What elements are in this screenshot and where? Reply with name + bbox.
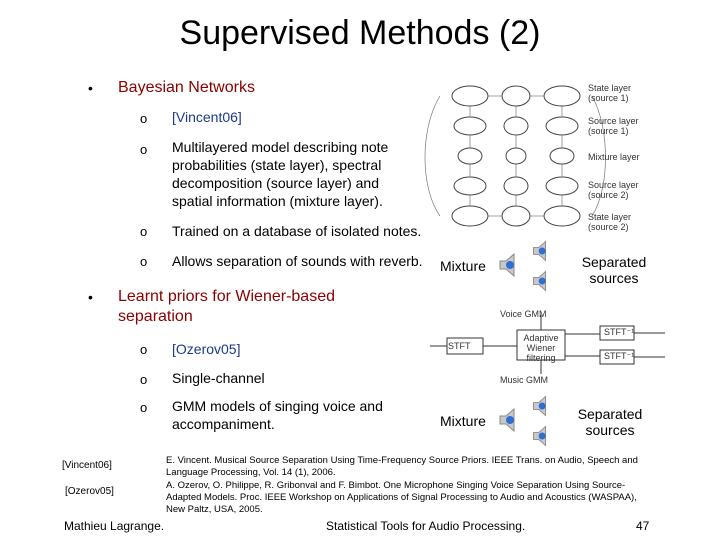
bullet-icon: • [88, 289, 93, 305]
sub-bullet-icon: o [140, 372, 148, 387]
reference-key: [Vincent06] [62, 460, 112, 471]
reference-key: [Ozerov05] [65, 486, 114, 497]
speaker-icon[interactable] [496, 405, 526, 435]
stft-label: STFT [448, 341, 471, 351]
list-item: Multilayered model describing note proba… [172, 139, 389, 209]
istft-label: STFT⁻¹ [604, 327, 635, 337]
wiener-filter-label: Adaptive Wiener filtering [523, 333, 559, 363]
music-gmm-label: Music GMM [500, 375, 548, 385]
separated-label: Separated sources [581, 254, 647, 286]
diagram-layer-label: Source layer (source 2) [588, 180, 639, 200]
wiener-separation-diagram [430, 315, 665, 374]
section-heading-wiener: Learnt priors for Wiener-based separatio… [118, 288, 335, 325]
reference-text: E. Vincent. Musical Source Separation Us… [166, 455, 638, 478]
list-item: Single-channel [172, 370, 265, 386]
bayesian-network-diagram [424, 85, 606, 227]
footer-title: Statistical Tools for Audio Processing. [326, 519, 526, 533]
diagram-layer-label: State layer (source 2) [588, 212, 632, 232]
speaker-icon[interactable] [530, 238, 556, 264]
diagram-layer-label: Source layer (source 1) [588, 116, 639, 136]
sub-bullet-icon: o [140, 111, 148, 126]
voice-gmm-label: Voice GMM [500, 309, 547, 319]
sub-bullet-icon: o [140, 254, 148, 269]
sub-bullet-icon: o [140, 142, 148, 157]
sub-bullet-icon: o [140, 342, 148, 357]
list-item: Trained on a database of isolated notes. [172, 223, 422, 239]
istft-label: STFT⁻¹ [604, 351, 635, 361]
list-item: [Vincent06] [172, 109, 242, 125]
diagram-layer-label: Mixture layer [588, 152, 640, 162]
sub-bullet-icon: o [140, 400, 148, 415]
bullet-icon: • [88, 80, 93, 96]
separated-label: Separated sources [577, 406, 643, 438]
mixture-label: Mixture [440, 413, 486, 429]
reference-text: A. Ozerov, O. Philippe, R. Gribonval and… [166, 480, 637, 515]
speaker-icon[interactable] [530, 423, 556, 449]
footer-author: Mathieu Lagrange. [64, 519, 165, 533]
sub-bullet-icon: o [140, 224, 148, 239]
section-heading-bayesian: Bayesian Networks [118, 79, 255, 96]
speaker-icon[interactable] [530, 393, 556, 419]
diagram-layer-label: State layer (source 1) [588, 83, 632, 103]
slide-title: Supervised Methods (2) [179, 14, 541, 52]
page-number: 47 [636, 519, 650, 533]
speaker-icon[interactable] [530, 268, 556, 294]
list-item: GMM models of singing voice and accompan… [172, 398, 383, 432]
list-item: Allows separation of sounds with reverb. [172, 253, 423, 269]
list-item: [Ozerov05] [172, 341, 241, 357]
speaker-icon[interactable] [496, 250, 526, 280]
mixture-label: Mixture [440, 258, 486, 274]
